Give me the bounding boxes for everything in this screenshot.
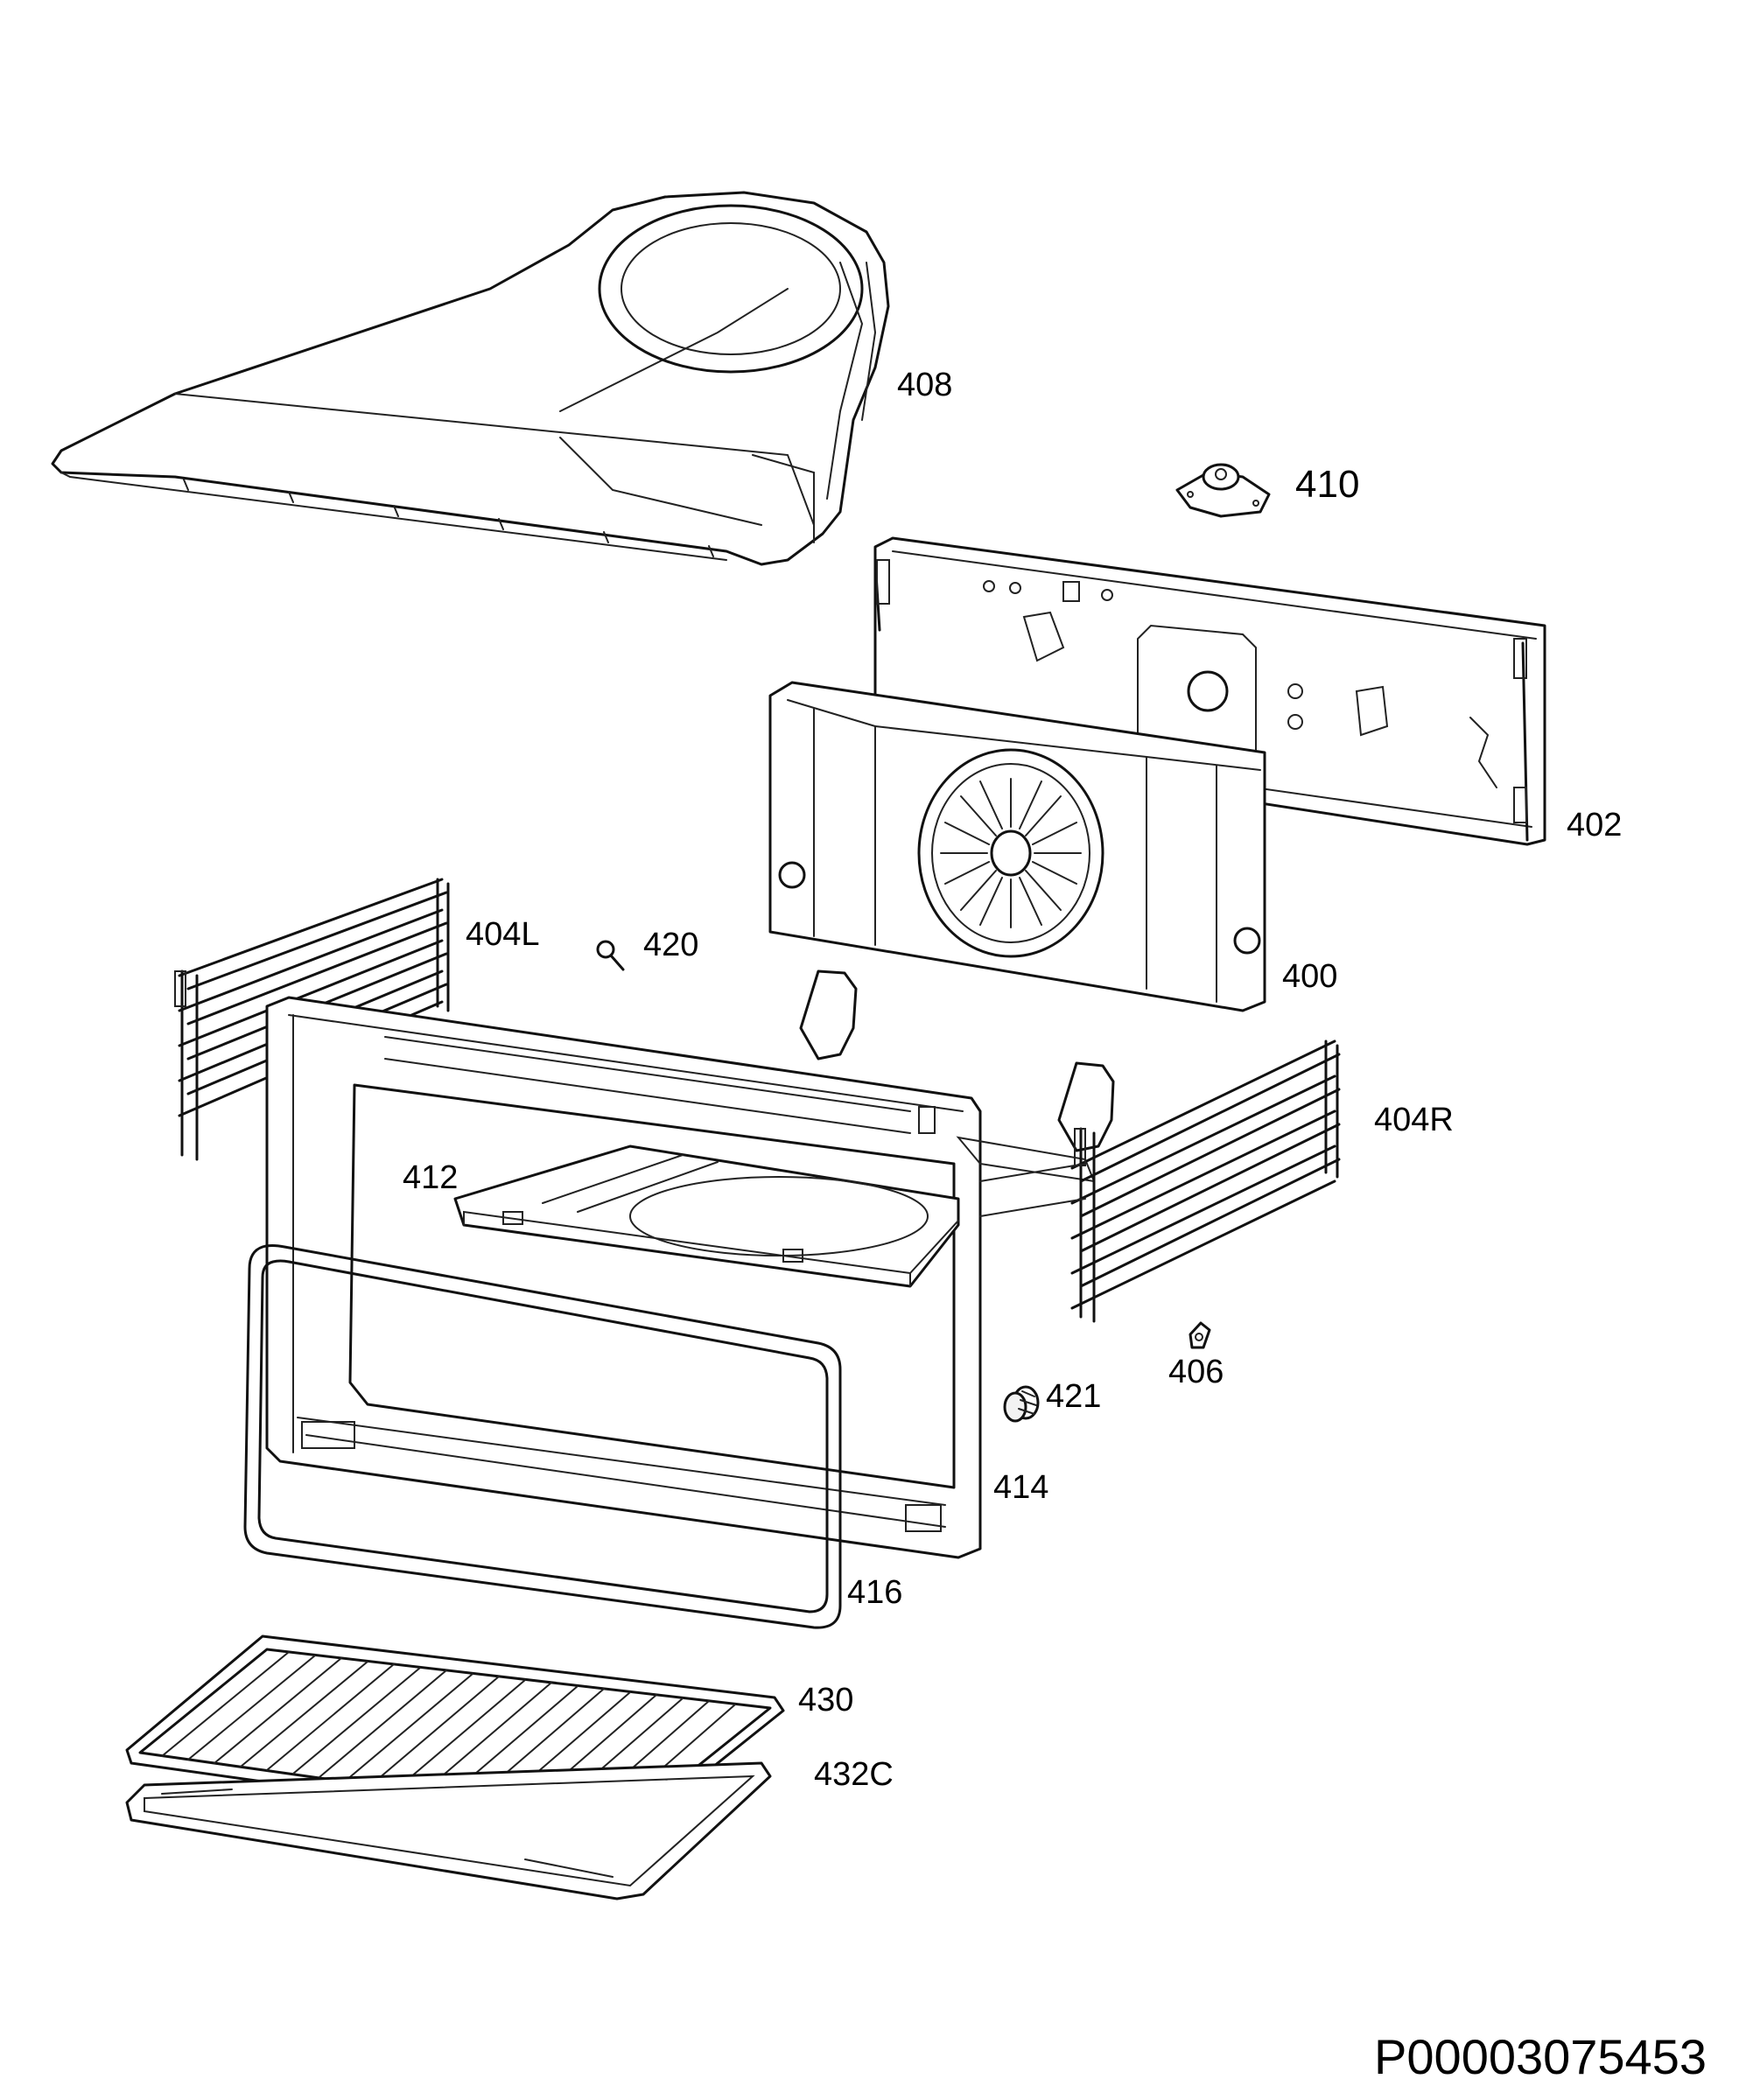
part-420-screw[interactable] xyxy=(596,940,625,971)
hinge-brackets xyxy=(799,970,1115,1183)
label-400: 400 xyxy=(1282,958,1337,995)
document-id: P00003075453 xyxy=(1374,2029,1707,2084)
label-432C: 432C xyxy=(814,1756,894,1793)
part-400-fan-cover[interactable] xyxy=(768,681,1266,1012)
part-410-sensor[interactable] xyxy=(1175,463,1271,518)
label-421: 421 xyxy=(1046,1378,1101,1415)
part-416-door-seal[interactable] xyxy=(243,1244,842,1629)
part-404R-right-shelf-rail[interactable] xyxy=(979,1040,1341,1323)
label-430: 430 xyxy=(798,1682,853,1718)
label-408: 408 xyxy=(897,367,952,403)
part-406-clip[interactable] xyxy=(1189,1321,1211,1349)
fan-grill-slots xyxy=(940,778,1082,928)
label-404R: 404R xyxy=(1374,1102,1454,1138)
label-412: 412 xyxy=(403,1159,458,1196)
part-408-duct-cover[interactable] xyxy=(51,191,890,566)
label-404L: 404L xyxy=(466,916,540,953)
rack-wires xyxy=(161,1651,736,1816)
label-406: 406 xyxy=(1168,1354,1224,1390)
label-402: 402 xyxy=(1567,807,1622,844)
label-410: 410 xyxy=(1295,463,1359,506)
label-420: 420 xyxy=(643,927,698,963)
label-416: 416 xyxy=(847,1574,902,1611)
part-412-tray[interactable] xyxy=(453,1144,960,1288)
part-421-plug[interactable] xyxy=(1003,1385,1040,1423)
part-432C-baking-tray[interactable] xyxy=(125,1761,772,1900)
label-414: 414 xyxy=(993,1469,1048,1506)
part-404L-left-shelf-rail[interactable] xyxy=(174,878,450,1161)
